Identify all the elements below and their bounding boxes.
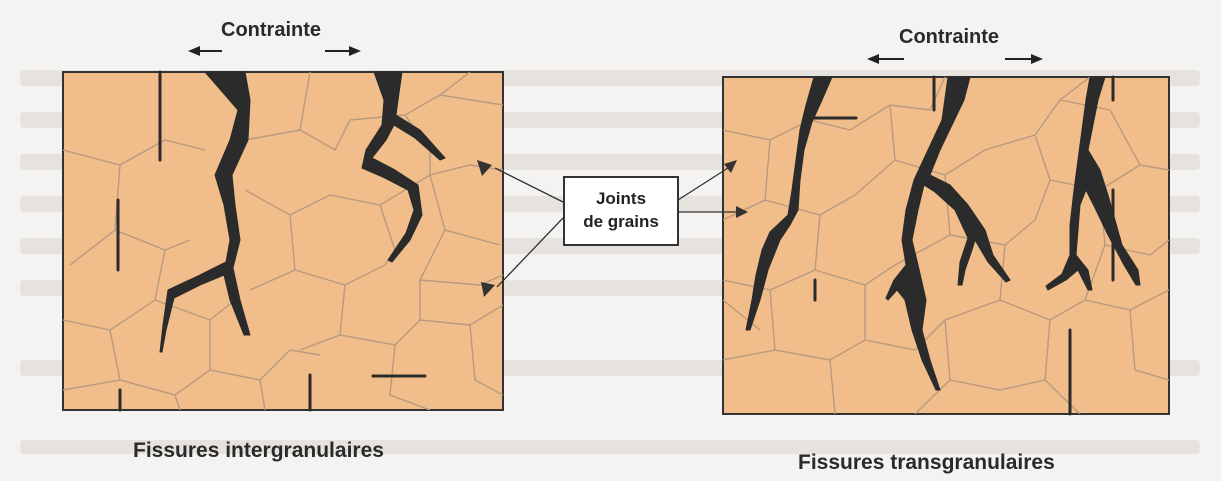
right-stress-label: Contrainte — [899, 26, 999, 49]
grain-boundaries-callout: Joints de grains — [563, 176, 679, 246]
callout-line-1: Joints — [596, 188, 646, 211]
left-material-block — [63, 72, 503, 410]
left-stress-label: Contrainte — [221, 19, 321, 42]
callout-line-2: de grains — [583, 211, 659, 234]
right-stress-arrows — [867, 54, 1043, 64]
right-caption: Fissures transgranulaires — [798, 451, 1055, 475]
left-stress-arrows — [188, 46, 361, 56]
left-caption: Fissures intergranulaires — [133, 439, 384, 463]
right-panel — [723, 54, 1169, 414]
left-panel — [63, 46, 503, 410]
